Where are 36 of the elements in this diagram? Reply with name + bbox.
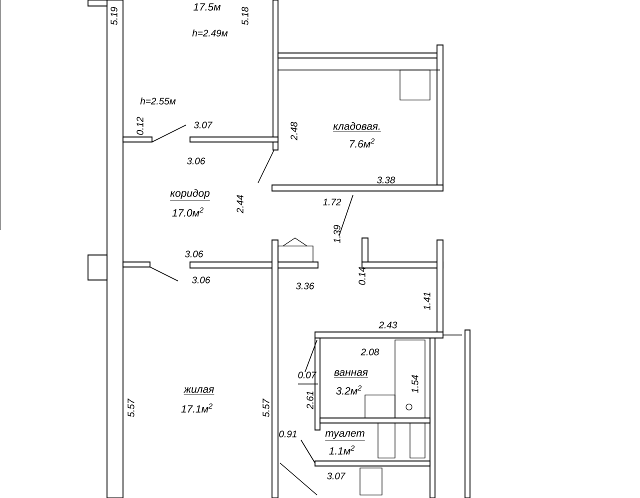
dimension-label: 5.19 xyxy=(110,6,118,25)
dimension-label: 0.14 xyxy=(358,267,366,285)
dimension-label: 2.48 xyxy=(290,122,298,140)
area-label: 3.2м$^{2}$ xyxy=(336,385,362,395)
dimension-label: 2.08 xyxy=(360,348,380,356)
room-name: кладовая. xyxy=(332,122,382,132)
dimension-label: 0.12 xyxy=(136,116,144,135)
dimension-label: 1.72 xyxy=(323,198,342,206)
area-label: 17.1м$^{2}$ xyxy=(181,403,212,413)
dimension-label: 5.57 xyxy=(262,398,270,417)
dimension-label: 3.36 xyxy=(296,282,314,290)
dimension-label: 1.41 xyxy=(424,292,430,310)
dimension-label: 3.06 xyxy=(187,158,206,164)
dimension-label: 3.06 xyxy=(192,276,210,284)
dimension-label: 5.57 xyxy=(128,398,134,417)
dimension-label: 2.44 xyxy=(236,195,244,214)
dimension-label: 1.39 xyxy=(334,224,340,243)
dimension-label: 5.18 xyxy=(242,6,248,25)
area-label: 17.0м$^{2}$ xyxy=(172,207,204,217)
room-name: коридор xyxy=(170,189,210,200)
dimension-label: 0.91 xyxy=(279,430,296,438)
room-name: ванная xyxy=(334,370,368,378)
dimension-label: 3.07 xyxy=(327,472,346,480)
dimension-label: 2.61 xyxy=(306,392,314,410)
area-label: 7.6м$^{2}$ xyxy=(350,138,375,148)
room-name: жилая xyxy=(183,387,214,394)
dimension-label: 1.54 xyxy=(412,375,418,393)
ceiling-height-label: h=2.55м xyxy=(140,98,176,104)
area-label: 17.5м xyxy=(194,3,221,11)
room-name: туалет xyxy=(324,431,366,440)
dimension-label: 3.06 xyxy=(185,250,204,258)
dimension-label: 3.07 xyxy=(194,122,213,128)
area-label: 1.1м$^{2}$ xyxy=(329,445,355,455)
ceiling-height-label: h=2.49м xyxy=(192,30,228,36)
dimension-label: 2.43 xyxy=(378,322,398,328)
dimension-label: 3.38 xyxy=(377,176,396,184)
